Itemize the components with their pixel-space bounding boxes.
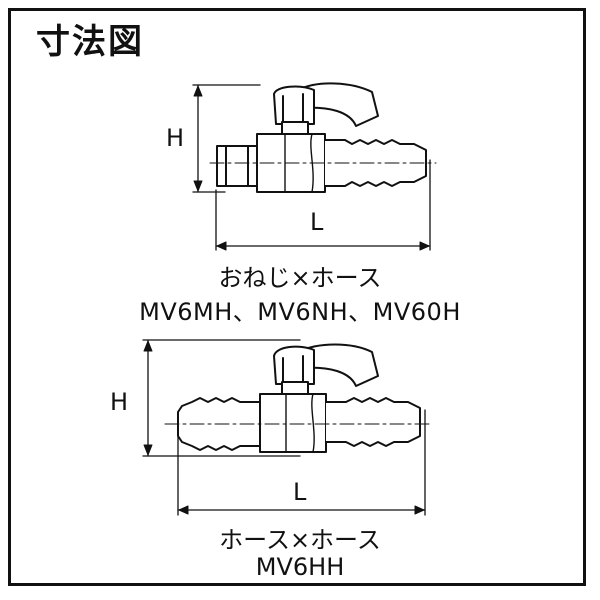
page-title: 寸法図	[36, 22, 144, 62]
valve-drawing-1	[192, 82, 437, 251]
caption-2-line2: MV6HH	[255, 553, 345, 581]
diagram-frame	[8, 8, 586, 586]
caption-2-line1: ホース×ホース	[219, 526, 381, 554]
length-label-1: L	[310, 208, 324, 236]
length-label-2: L	[293, 478, 307, 506]
height-label-2: H	[110, 388, 129, 416]
height-label-1: H	[166, 124, 185, 152]
caption-1-line1: おねじ×ホース	[218, 264, 382, 292]
caption-1-line2: MV6MH、MV6NH、MV60H	[139, 298, 461, 326]
valve-drawing-2	[142, 339, 433, 516]
